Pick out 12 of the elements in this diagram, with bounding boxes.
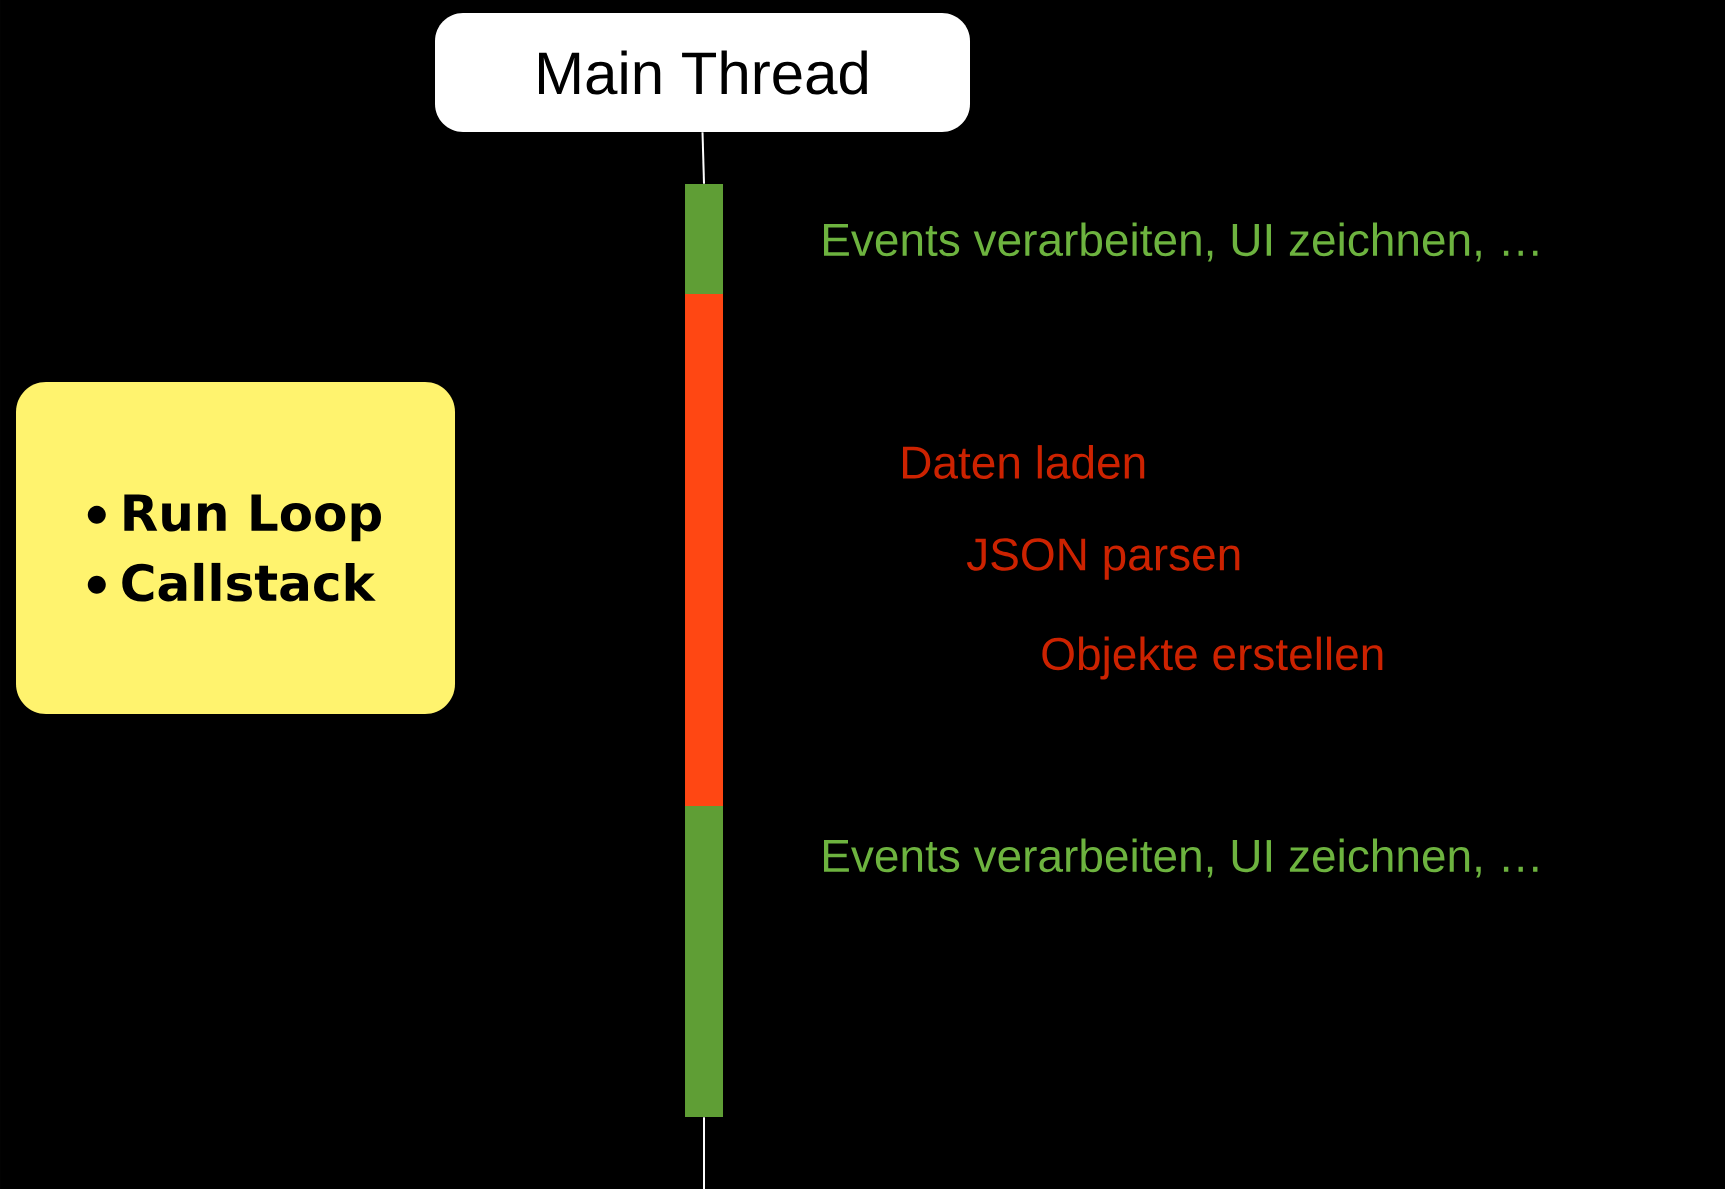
timeline-bar [685, 184, 723, 294]
timeline-bar [685, 806, 723, 1117]
note-box: Run Loop Callstack [16, 382, 455, 714]
step-label: Events verarbeiten, UI zeichnen, … [824, 222, 1538, 262]
step-label: Objekte erstellen [1042, 636, 1383, 680]
step-label: JSON parsen [966, 538, 1240, 580]
step-label: Events verarbeiten, UI zeichnen, … [824, 838, 1538, 878]
step-label: Daten laden [903, 445, 1145, 479]
timeline-line [701, 131, 705, 185]
timeline-bar [685, 294, 723, 806]
timeline-line [703, 1116, 705, 1189]
title-box: Main Thread [435, 13, 970, 132]
